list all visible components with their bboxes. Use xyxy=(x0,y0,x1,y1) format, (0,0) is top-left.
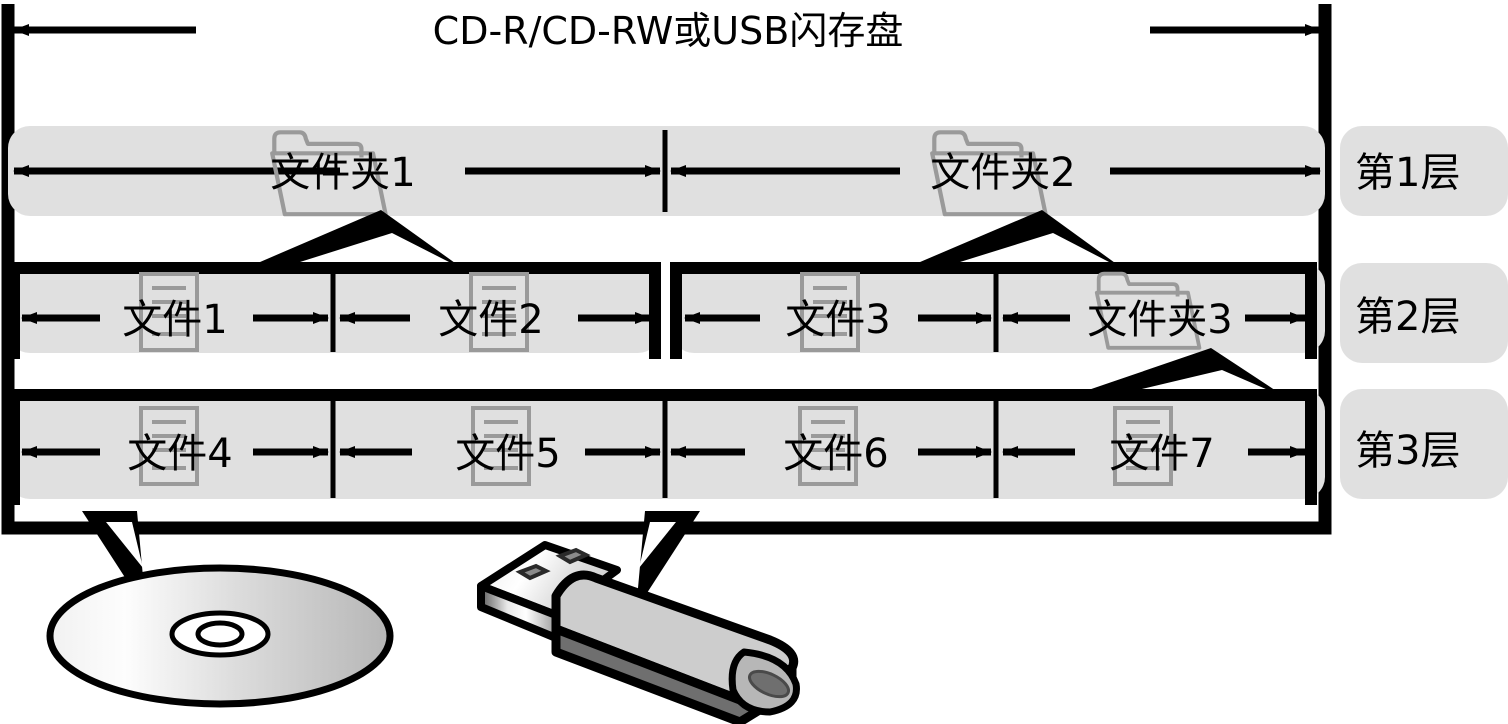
layer-1-group: 文件夹1 文件夹2 xyxy=(8,126,1325,217)
layer-2-group: 文件1 文件2 文件3 xyxy=(8,262,1325,359)
media-title: CD-R/CD-RW或USB闪存盘 xyxy=(433,9,904,53)
layer-3-label-band xyxy=(1340,389,1508,499)
compact-disc xyxy=(46,564,394,708)
layer-1-label: 第1层 xyxy=(1355,150,1460,196)
layer-3-item-1-label: 文件5 xyxy=(455,431,560,477)
document-icon xyxy=(469,272,529,352)
layer-3-item-0-label: 文件4 xyxy=(127,431,232,477)
layer-2-item-0-label: 文件1 xyxy=(122,297,227,343)
document-icon xyxy=(1113,406,1173,486)
connector-folder3-to-layer3 xyxy=(1065,348,1287,398)
document-icon xyxy=(798,406,858,486)
layer-2-label-band xyxy=(1340,263,1508,363)
layer-2-item-3-label: 文件夹3 xyxy=(1087,297,1232,343)
layer-1-label-band xyxy=(1340,126,1508,216)
connector-folder2-to-layer2 xyxy=(906,210,1122,268)
layer-2-label: 第2层 xyxy=(1355,294,1460,340)
layer-2-item-1-label: 文件2 xyxy=(438,297,543,343)
folder-icon xyxy=(1094,271,1202,350)
document-icon xyxy=(139,406,199,486)
layer-3-label: 第3层 xyxy=(1355,428,1460,474)
callout-to-usb xyxy=(636,511,700,610)
document-icon xyxy=(800,272,860,352)
layer-1-item-0-label: 文件夹1 xyxy=(270,150,415,196)
layer-3-item-2-label: 文件6 xyxy=(783,431,888,477)
layer-1-item-1-label: 文件夹2 xyxy=(930,150,1075,196)
layer-label-column: 第1层 第2层 第3层 xyxy=(1340,126,1508,499)
layer-3-group: 文件4 文件5 文件6 xyxy=(8,389,1325,505)
layer-2-item-2-label: 文件3 xyxy=(785,297,890,343)
document-icon xyxy=(139,272,199,352)
document-icon xyxy=(471,406,531,486)
layer-3-item-3-label: 文件7 xyxy=(1109,431,1214,477)
usb-flash-drive xyxy=(477,541,800,724)
connector-folder1-to-layer2 xyxy=(246,210,462,268)
